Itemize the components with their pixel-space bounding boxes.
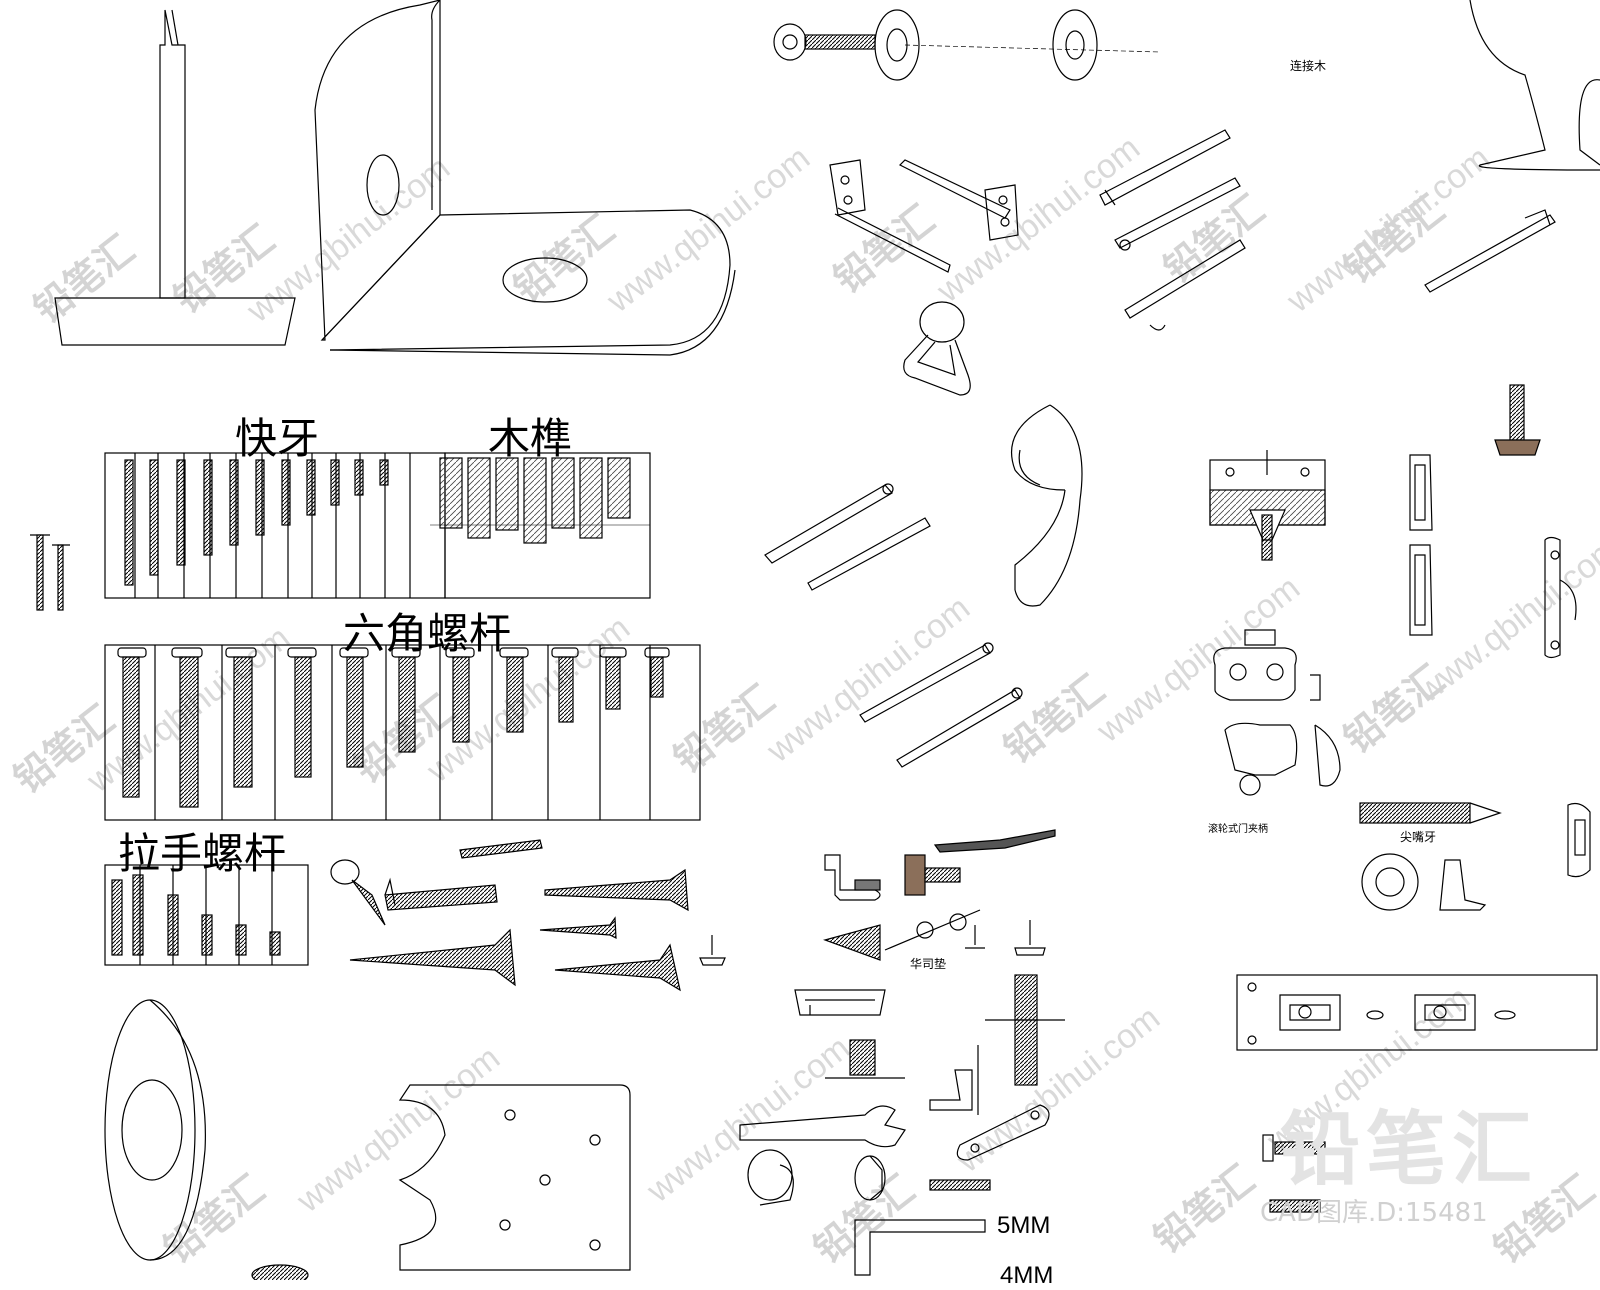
hinge-side-icon — [1567, 802, 1591, 878]
connector-plate-icon — [1236, 974, 1598, 1051]
drawer-slide-icon — [829, 159, 1019, 273]
table-la-shou — [104, 864, 309, 966]
split-washer-icon — [1011, 404, 1083, 607]
drawer-runner-icon — [1409, 454, 1433, 636]
dowel-joint-section-icon — [1209, 450, 1326, 561]
label-lian-jie-mu: 连接木 — [1290, 59, 1327, 73]
drawer-slide-icon — [859, 642, 1023, 768]
wall-plug-icon — [823, 909, 1046, 961]
label-door-catch: 滚轮式门夹柄 — [1208, 824, 1268, 835]
leveling-foot-icon — [1494, 384, 1541, 456]
screw-icon — [1262, 1134, 1326, 1213]
cam-lock-icon — [251, 1264, 309, 1280]
wrench-icon — [739, 1105, 906, 1148]
label-mu-sun: 木榫 — [488, 414, 573, 463]
offset-hinge-icon — [929, 1045, 979, 1115]
cabinet-hinge-icon — [1544, 536, 1577, 659]
shelf-support-icon — [824, 829, 1056, 901]
footer-caption: CAD图库.D:15481 — [1260, 1198, 1488, 1228]
label-4mm: 4MM — [1000, 1262, 1054, 1289]
flat-bracket-icon — [956, 1104, 1050, 1161]
label-5mm: 5MM — [997, 1212, 1051, 1239]
label-la-shou: 拉手螺杆 — [118, 829, 287, 878]
drawer-slide-icon — [1424, 209, 1556, 293]
corner-bracket-icon — [314, 0, 736, 356]
table-kuai-ya — [104, 452, 446, 599]
connector-bolt-icon — [773, 9, 1161, 81]
label-washer: 华司垫 — [910, 957, 947, 971]
door-catch-icon — [1213, 629, 1341, 796]
footer-brand: 铅笔汇 — [1280, 1103, 1538, 1196]
table-mu-sun — [430, 452, 651, 599]
glide-tack-icon — [54, 9, 296, 346]
large-washer-icon — [104, 999, 206, 1261]
drawer-slide-icon — [1099, 129, 1246, 331]
table-liu-jiao — [104, 644, 701, 821]
round-washer-icon — [1361, 853, 1487, 911]
allen-key-icon — [854, 1219, 986, 1276]
drop-pull-icon — [903, 301, 971, 396]
tapping-screw-icon — [330, 839, 726, 992]
label-liu-jiao: 六角螺杆 — [343, 609, 512, 658]
threaded-insert-icon — [825, 974, 1065, 1086]
label-kuai-ya: 快牙 — [235, 414, 320, 463]
goblet-leg-icon — [1469, 0, 1600, 171]
knob-icon — [747, 1149, 991, 1206]
wood-screw-icon — [30, 534, 70, 611]
bracket-plate-icon — [794, 989, 886, 1016]
drawer-slide-icon — [764, 483, 931, 591]
hanger-bolt-icon — [1359, 802, 1502, 824]
bed-rail-bracket-icon — [398, 1084, 631, 1271]
label-jian-zui-ya: 尖嘴牙 — [1400, 830, 1437, 844]
